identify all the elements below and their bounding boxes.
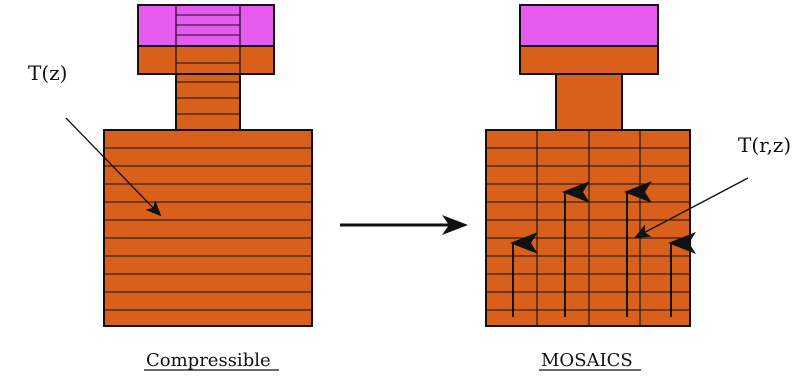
mosaics-flow-arrows [510, 181, 696, 317]
mosaics-main-body [485, 129, 691, 327]
compressible-caption: Compressible [146, 350, 271, 371]
compressible-neck-layer-lines [176, 62, 240, 115]
mosaics-caption: MOSAICS [541, 350, 633, 371]
mosaics-grid-lines-horizontal [486, 147, 690, 311]
mosaics-neck [555, 73, 623, 131]
compressible-cap-layer-lines [176, 14, 240, 36]
compressible-label: T(z) [28, 61, 67, 85]
mosaics-cap [519, 4, 659, 47]
mosaics-model: T(r,z) MOSAICS [485, 4, 791, 371]
mosaics-label: T(r,z) [738, 133, 791, 157]
mosaics-label-pointer [634, 177, 749, 238]
compressible-upper-body [137, 45, 275, 75]
compressible-model: T(z) Compressible [28, 4, 313, 371]
compressible-main-layer-lines [104, 147, 312, 311]
mosaics-upper-body [519, 45, 659, 75]
compressible-main-body [103, 129, 313, 327]
compressible-label-pointer [65, 117, 162, 217]
